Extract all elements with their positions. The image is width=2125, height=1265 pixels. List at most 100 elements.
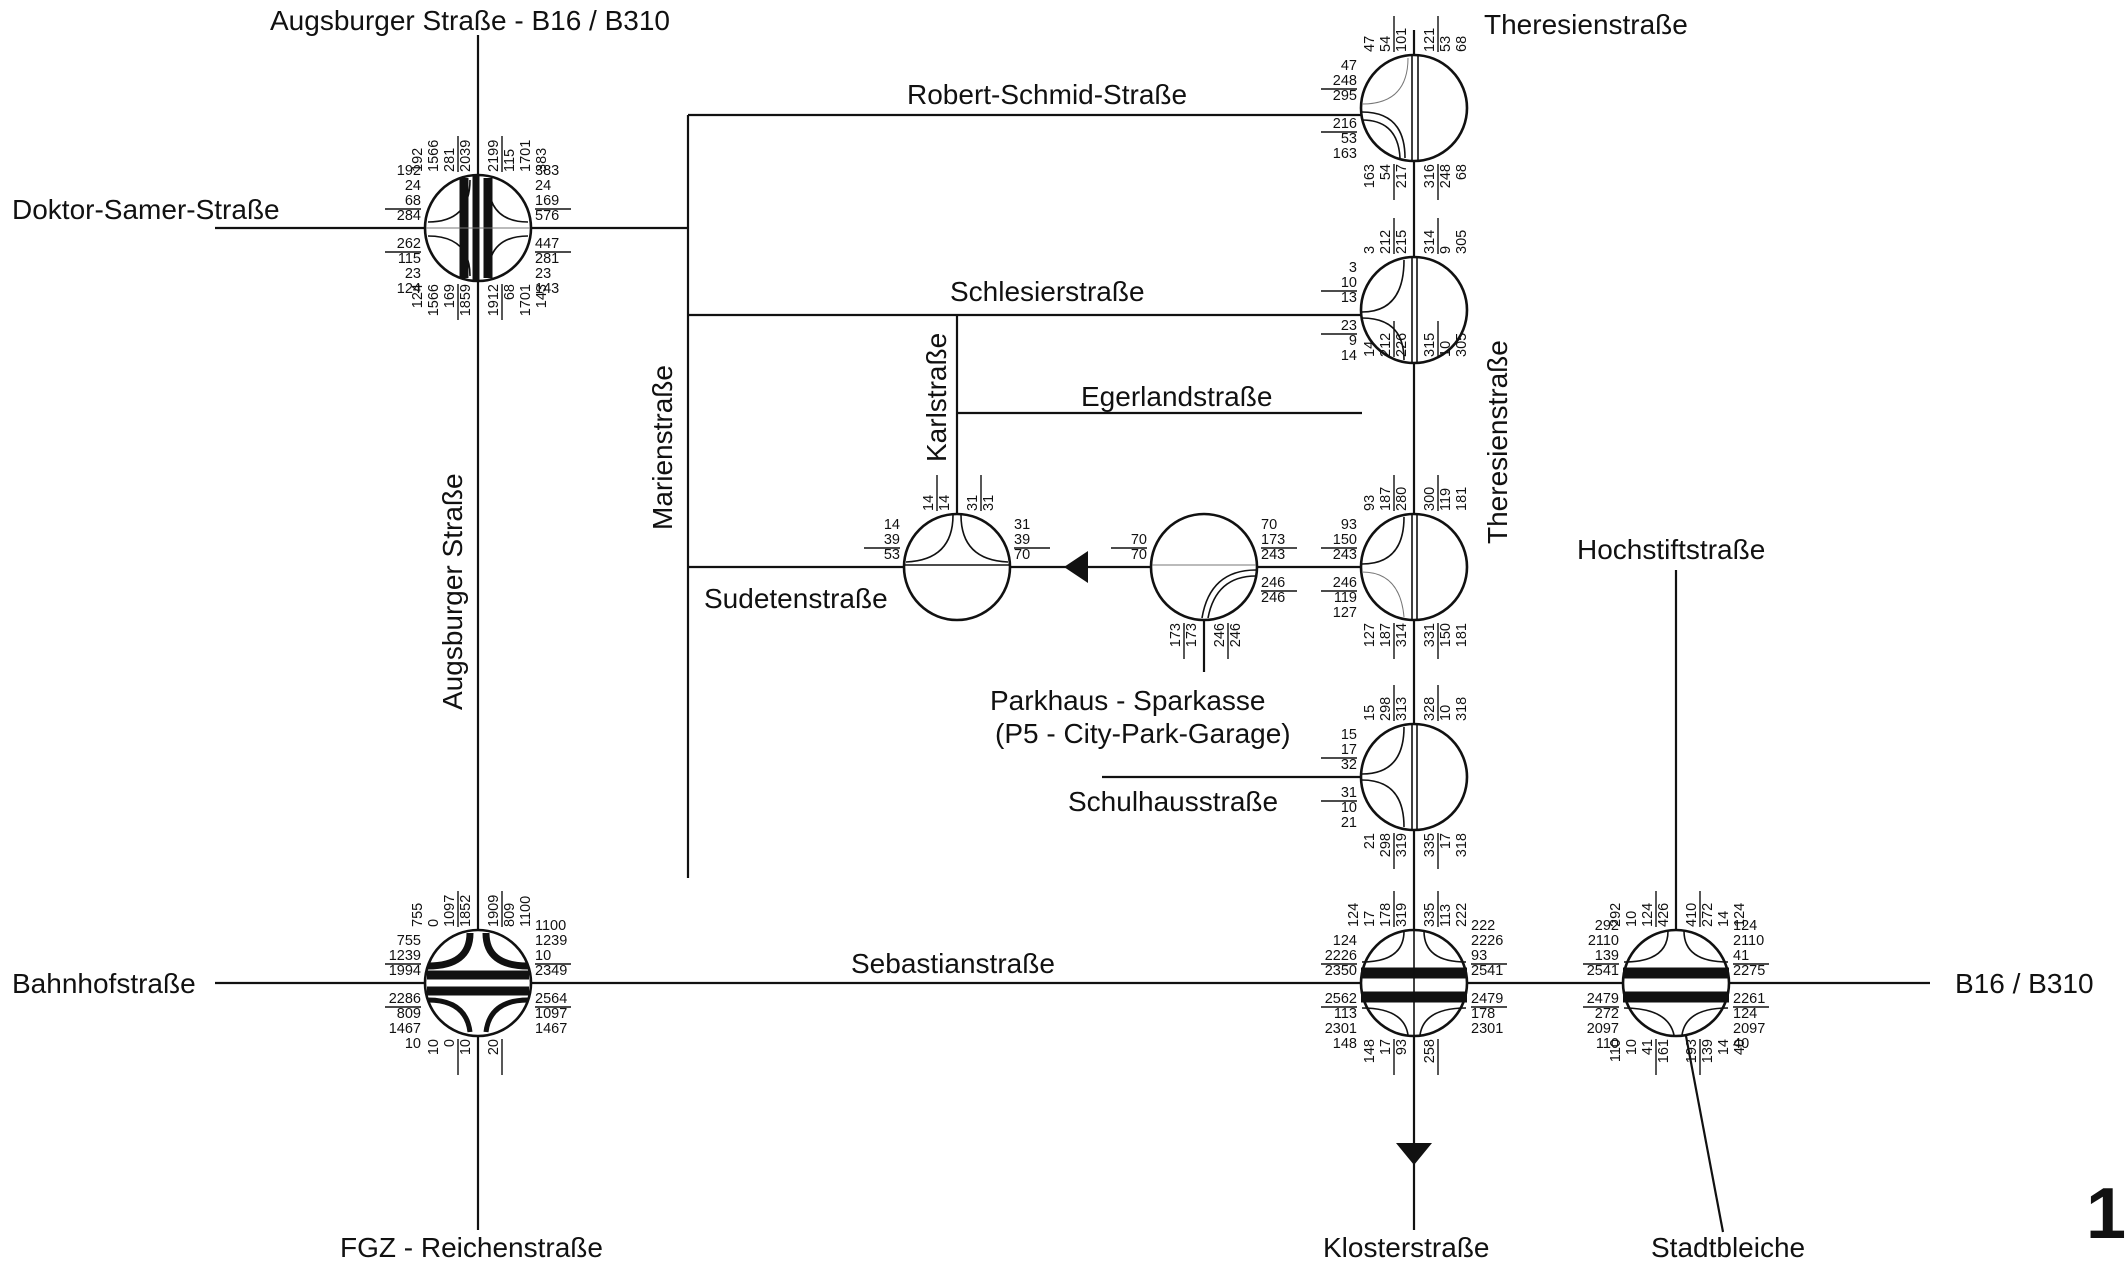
count-value: 21: [1362, 833, 1378, 849]
label-schlesier: Schlesierstraße: [950, 276, 1145, 307]
turn-flow: [1207, 575, 1257, 619]
count-value: 47: [1341, 58, 1357, 74]
junction-sebastian-theresien: [1359, 928, 1469, 1038]
count-value: 1467: [389, 1021, 421, 1037]
count-value: 246: [1212, 623, 1228, 647]
count-value: 13: [1341, 290, 1357, 306]
count-value: 70: [1131, 547, 1147, 563]
count-value: 1239: [535, 933, 567, 949]
label-hochstift: Hochstiftstraße: [1577, 534, 1765, 565]
count-value: 163: [1362, 164, 1378, 188]
count-value: 410: [1684, 903, 1700, 927]
count-value: 121: [1422, 28, 1438, 52]
count-value: 14: [884, 517, 900, 533]
count-value: 93: [1394, 1039, 1410, 1055]
count-value: 281: [535, 251, 559, 267]
count-value: 24: [405, 178, 421, 194]
count-value: 119: [1334, 590, 1357, 606]
count-value: 47: [1362, 36, 1378, 52]
count-value: 248: [1333, 73, 1357, 89]
label-parkhaus-line2: (P5 - City-Park-Garage): [995, 718, 1291, 749]
count-value: 15: [1362, 705, 1378, 721]
count-value: 124: [410, 284, 426, 308]
count-value: 1994: [389, 963, 421, 979]
count-value: 10: [1341, 800, 1357, 816]
count-value: 21: [1341, 815, 1357, 831]
count-value: 24: [535, 178, 551, 194]
count-value: 1859: [458, 284, 474, 316]
label-kloster: Klosterstraße: [1323, 1232, 1490, 1263]
count-value: 14: [1716, 911, 1732, 927]
label-sebastian: Sebastianstraße: [851, 948, 1055, 979]
count-value: 1909: [486, 895, 502, 927]
junction-robert-schmid: [1359, 53, 1469, 163]
count-value: 163: [1333, 146, 1357, 162]
count-value: 1467: [535, 1021, 567, 1037]
junction-circle: [423, 928, 533, 1038]
count-value: 2275: [1733, 963, 1765, 979]
road-labels: Augsburger Straße - B16 / B310 Doktor-Sa…: [12, 5, 2094, 1263]
count-value: 248: [1438, 164, 1454, 188]
count-value: 17: [1438, 833, 1454, 849]
count-value: 23: [1341, 318, 1357, 334]
count-value: 215: [1394, 230, 1410, 254]
count-value: 335: [1422, 903, 1438, 927]
count-value: 2226: [1325, 948, 1357, 964]
count-value: 41: [1733, 948, 1749, 964]
count-value: 2541: [1587, 963, 1619, 979]
junction-circle: [1359, 512, 1469, 622]
count-value: 93: [1471, 948, 1487, 964]
count-value: 2110: [1733, 933, 1764, 949]
count-value: 2286: [389, 991, 421, 1007]
count-value: 68: [502, 284, 518, 300]
count-value: 70: [1261, 517, 1277, 533]
count-value: 295: [1333, 88, 1357, 104]
count-value: 139: [1595, 948, 1619, 964]
count-value: 68: [1454, 36, 1470, 52]
count-value: 14: [1362, 341, 1378, 357]
count-value: 14: [921, 495, 937, 511]
count-value: 212: [1378, 230, 1394, 254]
count-value: 113: [1334, 1006, 1357, 1022]
label-b16-east: B16 / B310: [1955, 968, 2094, 999]
count-value: 53: [1341, 131, 1357, 147]
count-value: 110: [1608, 1039, 1624, 1062]
count-value: 2564: [535, 991, 567, 1007]
count-value: 169: [442, 284, 458, 308]
count-value: 124: [397, 281, 421, 297]
count-value: 54: [1378, 36, 1394, 52]
turn-flow: [960, 514, 1009, 563]
count-value: 319: [1394, 833, 1410, 857]
count-value: 0: [426, 919, 442, 927]
turn-flow: [1361, 779, 1405, 828]
turn-flow: [1623, 930, 1669, 963]
count-value: 335: [1422, 833, 1438, 857]
count-value: 243: [1261, 547, 1285, 563]
count-value: 0: [442, 1039, 458, 1047]
label-schulhaus: Schulhausstraße: [1068, 786, 1278, 817]
turn-flow: [1361, 516, 1405, 565]
count-value: 31: [981, 495, 997, 511]
label-parkhaus-line1: Parkhaus - Sparkasse: [990, 685, 1265, 716]
count-value: 53: [1438, 36, 1454, 52]
